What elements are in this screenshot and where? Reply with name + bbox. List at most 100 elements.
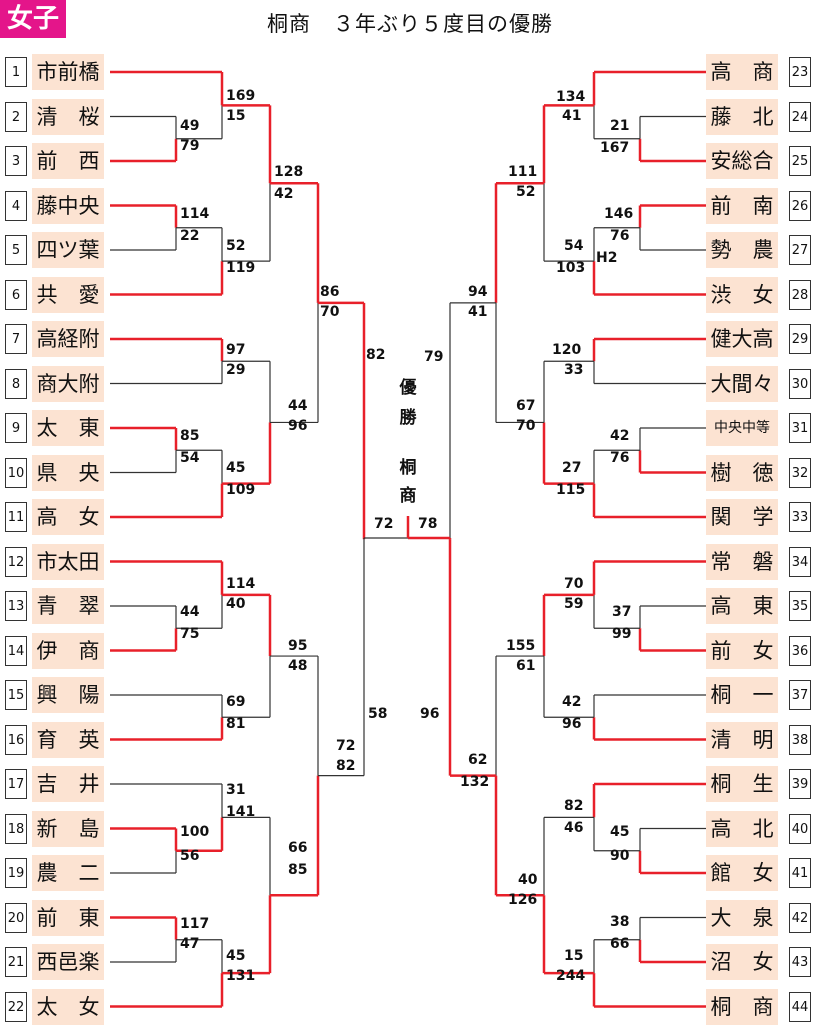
- team-name: 清 桜: [32, 98, 104, 135]
- seed-number: 2: [5, 101, 27, 132]
- score-label: 244: [556, 968, 586, 984]
- score-label: 96: [288, 418, 308, 434]
- score-label: 37: [612, 604, 632, 620]
- score-label: 70: [564, 576, 584, 592]
- team-name: 太 東: [32, 410, 104, 446]
- seed-number: 43: [789, 947, 811, 977]
- team-name: 前 西: [32, 143, 104, 179]
- seed-number: 39: [789, 769, 811, 799]
- seed-number: 7: [5, 324, 27, 354]
- seed-number: 27: [789, 235, 811, 265]
- seed-number: 41: [789, 858, 811, 888]
- score-label: 46: [564, 820, 584, 836]
- score-label: 96: [420, 706, 440, 722]
- team-name: 沼 女: [706, 944, 778, 980]
- team-name: 高 商: [706, 54, 778, 90]
- team-name: 藤 北: [706, 98, 778, 135]
- score-label: 94: [468, 284, 488, 300]
- score-label: 72: [374, 516, 394, 532]
- seed-number: 21: [5, 947, 27, 977]
- score-label: 141: [226, 804, 256, 820]
- seed-number: 38: [789, 724, 811, 755]
- score-label: 42: [610, 428, 630, 444]
- seed-number: 18: [5, 813, 27, 844]
- team-name: 太 女: [32, 988, 104, 1025]
- score-label: 70: [516, 418, 536, 434]
- seed-number: 17: [5, 769, 27, 799]
- seed-number: 11: [5, 502, 27, 532]
- seed-number: 32: [789, 457, 811, 488]
- score-label: 69: [226, 694, 246, 710]
- score-label: 86: [320, 284, 340, 300]
- team-name: 桐 生: [706, 766, 778, 802]
- score-label: 119: [226, 260, 256, 276]
- score-label: 38: [610, 914, 630, 930]
- seed-number: 33: [789, 502, 811, 532]
- seed-number: 35: [789, 591, 811, 621]
- seed-number: 30: [789, 368, 811, 399]
- team-name: 高 女: [32, 499, 104, 535]
- score-label: 42: [562, 694, 582, 710]
- score-label: 67: [516, 398, 536, 414]
- team-name: 前 南: [706, 187, 778, 224]
- seed-number: 16: [5, 724, 27, 755]
- seed-number: 31: [789, 413, 811, 443]
- score-label: 120: [552, 342, 582, 358]
- seed-number: 23: [789, 57, 811, 87]
- seed-number: 36: [789, 635, 811, 666]
- score-label: 40: [518, 872, 538, 888]
- team-name: 高 北: [706, 810, 778, 847]
- score-label: 42: [274, 186, 294, 202]
- champion-name-2: 商: [399, 486, 417, 506]
- score-label: 96: [562, 716, 582, 732]
- seed-number: 25: [789, 146, 811, 176]
- team-name: 藤中央: [32, 187, 104, 224]
- score-label: 31: [226, 782, 246, 798]
- seed-number: 6: [5, 279, 27, 310]
- team-name: 中央中等: [706, 410, 778, 446]
- score-label: 47: [180, 936, 200, 952]
- score-label: 66: [610, 936, 630, 952]
- team-name: 四ツ葉: [32, 232, 104, 268]
- team-name: 渋 女: [706, 276, 778, 313]
- score-label: 78: [418, 516, 438, 532]
- score-label: 56: [180, 848, 200, 864]
- seed-number: 14: [5, 635, 27, 666]
- seed-number: 13: [5, 591, 27, 621]
- team-name: 前 女: [706, 632, 778, 669]
- score-label: 82: [564, 798, 584, 814]
- seed-number: 29: [789, 324, 811, 354]
- score-label: 66: [288, 840, 308, 856]
- seed-number: 42: [789, 902, 811, 933]
- score-label: 40: [226, 596, 246, 612]
- score-label: 72: [336, 738, 356, 754]
- score-label: 99: [612, 626, 632, 642]
- score-label: 45: [610, 824, 630, 840]
- score-label: 128: [274, 164, 304, 180]
- team-name: 新 島: [32, 810, 104, 847]
- seed-number: 3: [5, 146, 27, 176]
- team-name: 吉 井: [32, 766, 104, 802]
- score-label: 52: [226, 238, 246, 254]
- score-label: 111: [508, 164, 538, 180]
- team-name: 大 泉: [706, 899, 778, 936]
- team-name: 伊 商: [32, 632, 104, 669]
- seed-number: 40: [789, 813, 811, 844]
- team-name: 館 女: [706, 855, 778, 891]
- seed-number: 10: [5, 457, 27, 488]
- team-name: 市太田: [32, 543, 104, 580]
- seed-number: 15: [5, 680, 27, 710]
- score-label: 131: [226, 968, 256, 984]
- team-name: 健大高: [706, 321, 778, 357]
- seed-number: 28: [789, 279, 811, 310]
- score-label: 81: [226, 716, 246, 732]
- score-label: 82: [366, 347, 386, 363]
- team-name: 市前橋: [32, 54, 104, 90]
- seed-number: 4: [5, 190, 27, 221]
- score-label: 58: [368, 706, 388, 722]
- score-label: 169: [226, 88, 256, 104]
- score-label: 115: [556, 482, 586, 498]
- seed-number: 20: [5, 902, 27, 933]
- score-label: 29: [226, 362, 246, 378]
